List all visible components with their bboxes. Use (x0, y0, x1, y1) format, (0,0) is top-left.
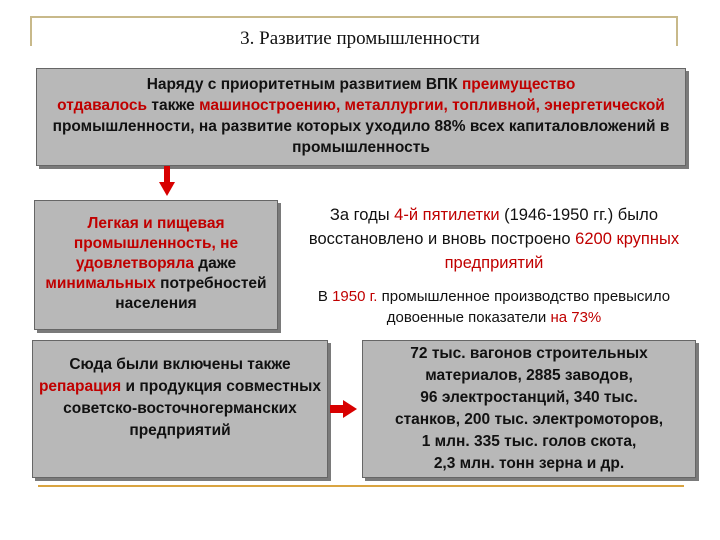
text1-highlight: крупных предприятий (444, 230, 680, 272)
box1-text: промышленности, на развитие которых уход… (52, 118, 670, 156)
text2-part: В (317, 288, 333, 305)
box2-highlight: минимальных (45, 275, 156, 292)
slide-frame-top (30, 16, 678, 18)
text2-highlight: на 73% (550, 309, 602, 326)
text1-highlight: 4-й пятилетки (394, 206, 500, 224)
reparation-item-line: 1 млн. 335 тыс. голов скота, (421, 433, 637, 450)
right-arrow-icon (330, 405, 344, 413)
reparation-item-line: 2,3 млн. тонн зерна и др. (433, 455, 625, 472)
box1-text: также (147, 97, 200, 114)
box2-highlight: Легкая и пищевая промышленность, не удов… (73, 215, 239, 272)
vpk-priority-box: Наряду с приоритетным развитием ВПК преи… (36, 68, 686, 166)
box3-text: Сюда были включены также (69, 356, 291, 373)
bottom-rule (38, 485, 684, 487)
text1-highlight: 6200 (575, 230, 612, 248)
text1-part: За годы (329, 206, 395, 224)
box1-highlight: отдавалось (57, 97, 148, 114)
reparation-item-line: 96 электростанций, 340 тыс. (420, 389, 638, 406)
reparation-item-line: 72 тыс. вагонов строительных (410, 345, 648, 362)
slide-frame-right (676, 16, 678, 46)
down-arrow-icon (164, 166, 170, 184)
slide-title: 3. Развитие промышленности (240, 28, 480, 49)
text2-part: промышленное производство превысило дово… (377, 288, 671, 326)
reparation-item-line: станков, 200 тыс. электромоторов, (394, 411, 664, 428)
production-1950-text: В 1950 г. промышленное производство прев… (292, 286, 696, 328)
box1-text: Наряду с приоритетным развитием ВПК (146, 76, 462, 93)
reparation-items-box: 72 тыс. вагонов строительных материалов,… (362, 340, 696, 478)
box1-highlight: преимущество (461, 76, 576, 93)
reparation-box: Сюда были включены также репарация и про… (32, 340, 328, 478)
text2-highlight: 1950 г. (332, 288, 378, 305)
right-arrow-head-icon (343, 400, 357, 418)
box2-text: потребностей населения (115, 275, 267, 312)
text1-part: (1946-1950 гг.) было восстановлено и вно… (308, 206, 659, 248)
box1-highlight: машиностроению, металлургии, топливной, … (199, 97, 665, 114)
box2-text: даже (193, 255, 237, 272)
reparation-item-line: материалов, 2885 заводов, (425, 367, 633, 384)
five-year-plan-text: За годы 4-й пятилетки (1946-1950 гг.) бы… (292, 203, 696, 275)
slide-frame-left (30, 16, 32, 46)
box3-highlight: репарация (38, 378, 122, 395)
down-arrow-head-icon (159, 182, 175, 196)
box3-text: и продукция совместных советско-восточно… (63, 378, 322, 439)
light-industry-box: Легкая и пищевая промышленность, не удов… (34, 200, 278, 330)
